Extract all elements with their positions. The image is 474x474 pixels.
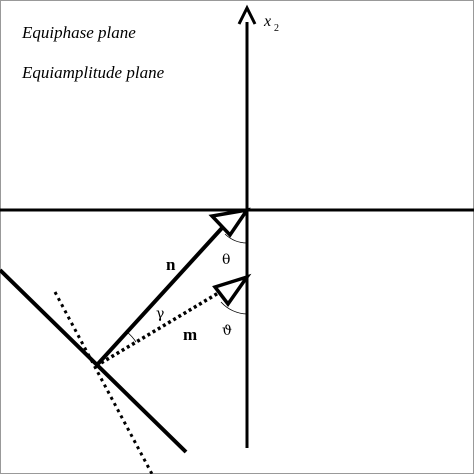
vector-m-arrowhead [212,273,252,307]
legend-equiphase-label: Equiphase plane [21,23,136,42]
legend-equiamplitude-label: Equiamplitude plane [21,63,165,82]
gamma-angle-arc [126,331,137,343]
vartheta-label: ϑ [222,323,232,339]
vartheta-angle-arc [220,301,248,315]
vector-n-arrowhead [208,207,251,238]
gamma-label: γ [156,306,164,322]
vertical-axis-label-subscript: 2 [274,23,279,34]
theta-label: θ [222,252,230,268]
vector-n-label: n [166,255,176,274]
vertical-axis-label: x [263,13,271,30]
theta-angle-arc [224,233,248,244]
vector-m-label: m [183,325,197,344]
vector-n-line [94,226,224,368]
vector-m-line [95,290,221,368]
vertical-axis-arrowhead [237,4,257,25]
